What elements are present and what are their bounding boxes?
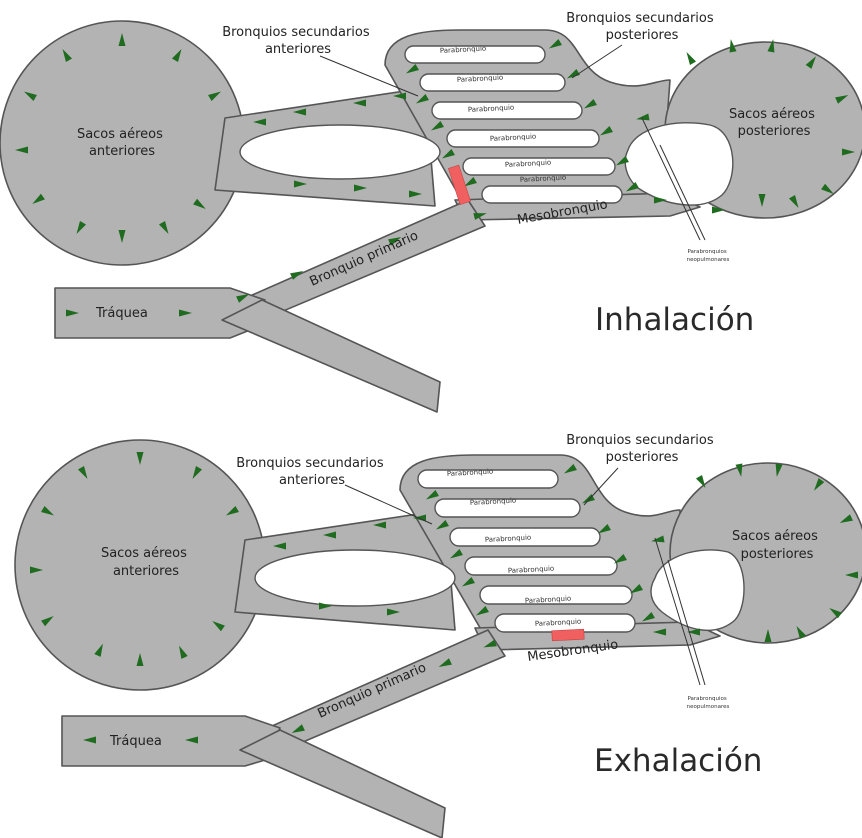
trachea-label: Tráquea — [95, 306, 148, 321]
parabronchus-label: Parabronquio — [457, 74, 504, 84]
parabronchus-label: Parabronquio — [470, 497, 517, 507]
secondary-anterior-label: Bronquios secundarios anteriores — [222, 25, 374, 57]
inhalation-title: Inhalación — [595, 302, 754, 338]
parabronchus-label: Parabronquio — [447, 468, 494, 478]
parabronchus-labels: Parabronquio Parabronquio Parabronquio P… — [440, 45, 567, 184]
airflow-valve — [551, 628, 585, 642]
airway-system — [0, 20, 862, 413]
parabronchus-label: Parabronquio — [505, 159, 552, 169]
anterior-air-sac — [0, 20, 245, 266]
secondary-posterior-label: Bronquios secundarios posteriores — [566, 433, 718, 465]
lower-bronchus-branch — [221, 299, 441, 413]
parabronchus-label: Parabronquio — [520, 174, 567, 184]
lower-bronchus-branch — [239, 729, 446, 838]
secondary-anterior-label: Bronquios secundarios anteriores — [236, 456, 388, 488]
anterior-air-sacs-label: Sacos aéreos anteriores — [101, 546, 191, 579]
exhalation-title: Exhalación — [594, 743, 762, 779]
parabronchi-holes — [404, 45, 623, 204]
parabronchus-label: Parabronquio — [525, 595, 572, 605]
trachea-tube — [54, 287, 266, 339]
parabronchus-labels: Parabronquio Parabronquio Parabronquio P… — [447, 468, 582, 628]
parabronchus-label: Parabronquio — [485, 534, 532, 544]
parabronchus-label: Parabronquio — [468, 104, 515, 114]
leader-lines — [344, 467, 706, 686]
leader-lines — [319, 44, 706, 241]
anterior-loop-hole — [254, 549, 456, 607]
neopulmonic-parabronchi-label: Parabronquios neopulmonares — [687, 249, 730, 263]
parabronchus-label: Parabronquio — [440, 45, 487, 55]
posterior-loop-hole — [624, 122, 734, 206]
exhalation-panel: Parabronquio Parabronquio Parabronquio P… — [14, 433, 862, 838]
inhalation-panel: Parabronquio Parabronquio Parabronquio P… — [0, 11, 862, 413]
posterior-loop-hole — [650, 549, 745, 631]
airflow-arrows — [15, 33, 855, 317]
anterior-air-sacs-label: Sacos aéreos anteriores — [77, 127, 167, 159]
trachea-label: Tráquea — [109, 734, 162, 749]
airway-system — [14, 439, 862, 838]
parabronchus-label: Parabronquio — [508, 565, 555, 575]
posterior-air-sacs-label: Sacos aéreos posteriores — [729, 107, 819, 139]
anterior-loop-hole — [239, 124, 441, 180]
parabronchus-label: Parabronquio — [535, 618, 582, 628]
airflow-valve — [447, 164, 471, 205]
airflow-arrows — [30, 452, 858, 744]
secondary-posterior-label: Bronquios secundarios posteriores — [566, 11, 718, 43]
parabronchi-holes — [417, 469, 636, 633]
parabronchus-label: Parabronquio — [490, 133, 537, 143]
posterior-air-sacs-label: Sacos aéreos posteriores — [732, 529, 822, 562]
neopulmonic-parabronchi-label: Parabronquios neopulmonares — [687, 696, 730, 710]
